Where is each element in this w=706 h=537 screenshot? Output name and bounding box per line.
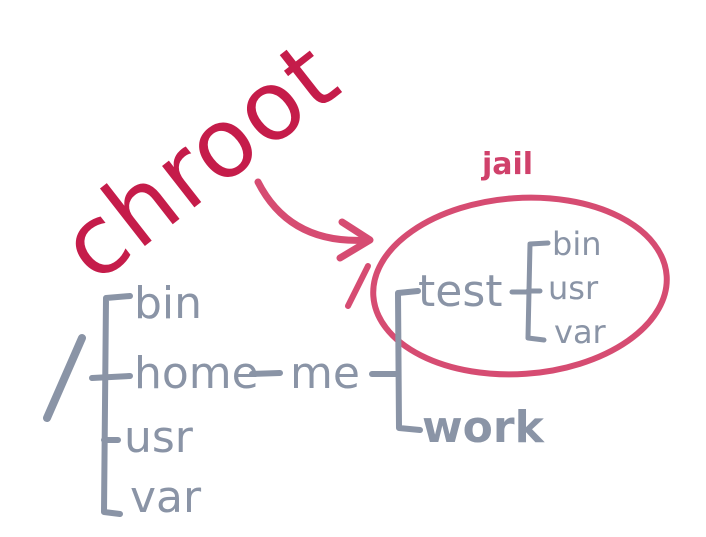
arrow-head [336, 218, 374, 262]
home-me-dash [249, 370, 283, 377]
tree-home-label: home [134, 348, 259, 399]
root-slash-line [43, 334, 86, 422]
tree-test-label: test [418, 266, 503, 317]
arrow-shaft [254, 178, 372, 244]
home-tick [89, 373, 133, 381]
tree-me-label: me [290, 348, 360, 399]
main-bracket [101, 293, 133, 517]
second-slash-line [345, 263, 371, 309]
tree-bin-label: bin [134, 278, 203, 329]
tree-usr-label: usr [124, 412, 193, 463]
jail-bin-label: bin [552, 225, 602, 263]
tree-work-label: work [422, 402, 544, 453]
jail-usr-label: usr [548, 269, 599, 307]
jail-var-label: var [554, 313, 606, 351]
me-bracket [395, 288, 423, 433]
tree-var-label: var [130, 472, 202, 523]
jail-label: jail [482, 147, 534, 182]
jail-circle [370, 194, 670, 378]
